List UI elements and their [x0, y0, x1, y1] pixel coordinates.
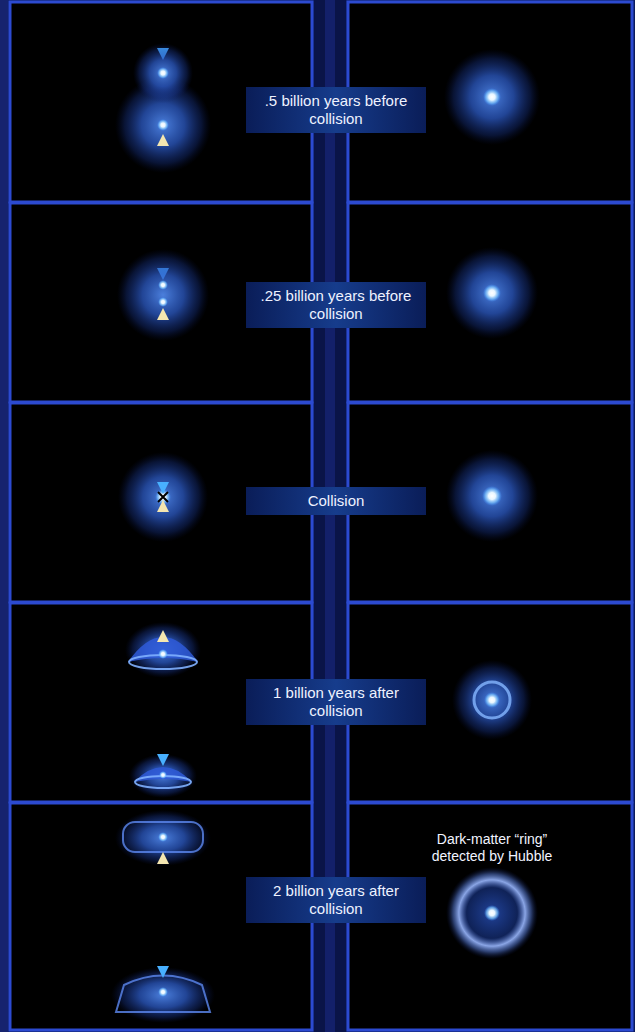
time-label: 2 billion years after collision — [260, 882, 412, 918]
time-label-box: .5 billion years before collision — [246, 87, 426, 133]
time-label: 1 billion years after collision — [260, 684, 412, 720]
time-label-box: .25 billion years before collision — [246, 282, 426, 328]
time-label: .25 billion years before collision — [260, 287, 412, 323]
time-label: Collision — [260, 492, 412, 510]
annotation-label: Dark-matter “ring” detected by Hubble — [417, 831, 567, 865]
time-label-box: Collision — [246, 487, 426, 515]
time-label: .5 billion years before collision — [260, 92, 412, 128]
time-label-box: 2 billion years after collision — [246, 877, 426, 923]
time-label-box: 1 billion years after collision — [246, 679, 426, 725]
